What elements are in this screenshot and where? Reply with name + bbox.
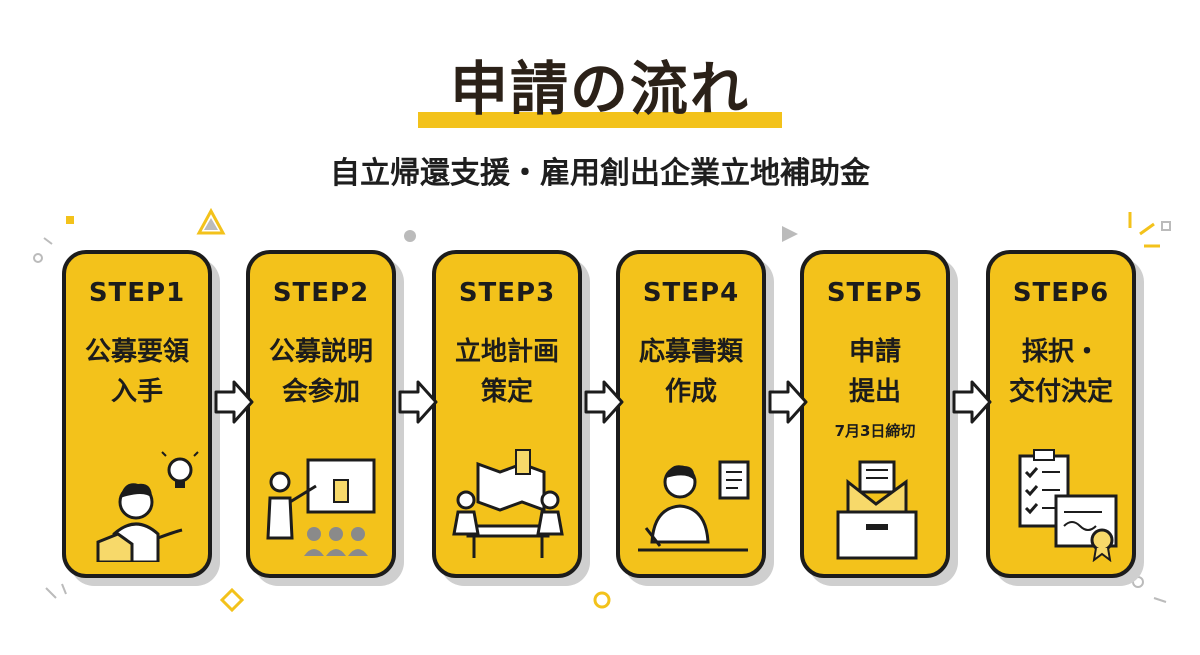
step-title: 採択・ 交付決定 xyxy=(990,332,1132,412)
triangle-deco-mid xyxy=(782,226,798,242)
step-title-line1: 申請 xyxy=(848,337,901,367)
step-title-line1: 立地計画 xyxy=(454,337,559,367)
step-title-line2: 交付決定 xyxy=(1008,377,1113,407)
step-title-line1: 公募要領 xyxy=(84,337,189,367)
presentation-audience-icon xyxy=(266,458,376,556)
step-label: STEP4 xyxy=(642,278,740,308)
step-card-6: STEP6 採択・ 交付決定 xyxy=(986,250,1136,578)
step-title: 申請 提出 xyxy=(804,332,946,412)
title-wrap: 申請の流れ xyxy=(0,52,1200,126)
submission-box-icon xyxy=(836,460,918,560)
step-card-2: STEP2 公募説明 会参加 xyxy=(246,250,396,578)
title-underline xyxy=(418,112,782,128)
triangle-deco-left xyxy=(196,208,226,235)
arrow-right-icon xyxy=(214,380,254,424)
step-title: 応募書類 作成 xyxy=(620,332,762,412)
step-title-line1: 公募説明 xyxy=(268,337,373,367)
step-card-3: STEP3 立地計画 策定 xyxy=(432,250,582,578)
step-label: STEP3 xyxy=(458,278,556,308)
step-label: STEP6 xyxy=(1012,278,1110,308)
ring-deco xyxy=(593,591,611,609)
step-label: STEP1 xyxy=(88,278,186,308)
step-title: 公募要領 入手 xyxy=(66,332,208,412)
step-card-1: STEP1 公募要領 入手 xyxy=(62,250,212,578)
arrow-right-icon xyxy=(768,380,808,424)
diamond-deco xyxy=(220,588,244,612)
step-title-line2: 作成 xyxy=(664,377,717,407)
step-label: STEP5 xyxy=(826,278,924,308)
dash-deco-bottom-left xyxy=(45,583,67,599)
step-title: 立地計画 策定 xyxy=(436,332,578,412)
arrow-right-icon xyxy=(952,380,992,424)
deadline-note: 7月3日締切 xyxy=(834,422,916,440)
step-title-line2: 会参加 xyxy=(281,377,360,407)
page-title: 申請の流れ xyxy=(449,55,750,123)
step-card-4: STEP4 応募書類 作成 xyxy=(616,250,766,578)
checklist-certificate-icon xyxy=(1018,449,1118,562)
person-writing-icon xyxy=(638,460,750,552)
dot-deco xyxy=(404,230,416,242)
step-title-line2: 入手 xyxy=(110,377,163,407)
confetti-deco-left xyxy=(33,216,74,263)
step-title-line2: 策定 xyxy=(480,377,533,407)
team-planning-icon xyxy=(452,449,564,558)
burst-deco-right xyxy=(1128,212,1171,248)
arrow-right-icon xyxy=(398,380,438,424)
step-card-5: STEP5 申請 提出 7月3日締切 xyxy=(800,250,950,578)
person-reading-idea-icon xyxy=(96,451,199,562)
step-title-line1: 採択・ xyxy=(1021,337,1100,367)
step-label: STEP2 xyxy=(272,278,370,308)
step-title-line2: 提出 xyxy=(848,377,901,407)
page-subtitle: 自立帰還支援・雇用創出企業立地補助金 xyxy=(330,156,870,191)
step-title-line1: 応募書類 xyxy=(638,337,743,367)
step-title: 公募説明 会参加 xyxy=(250,332,392,412)
arrow-right-icon xyxy=(584,380,624,424)
